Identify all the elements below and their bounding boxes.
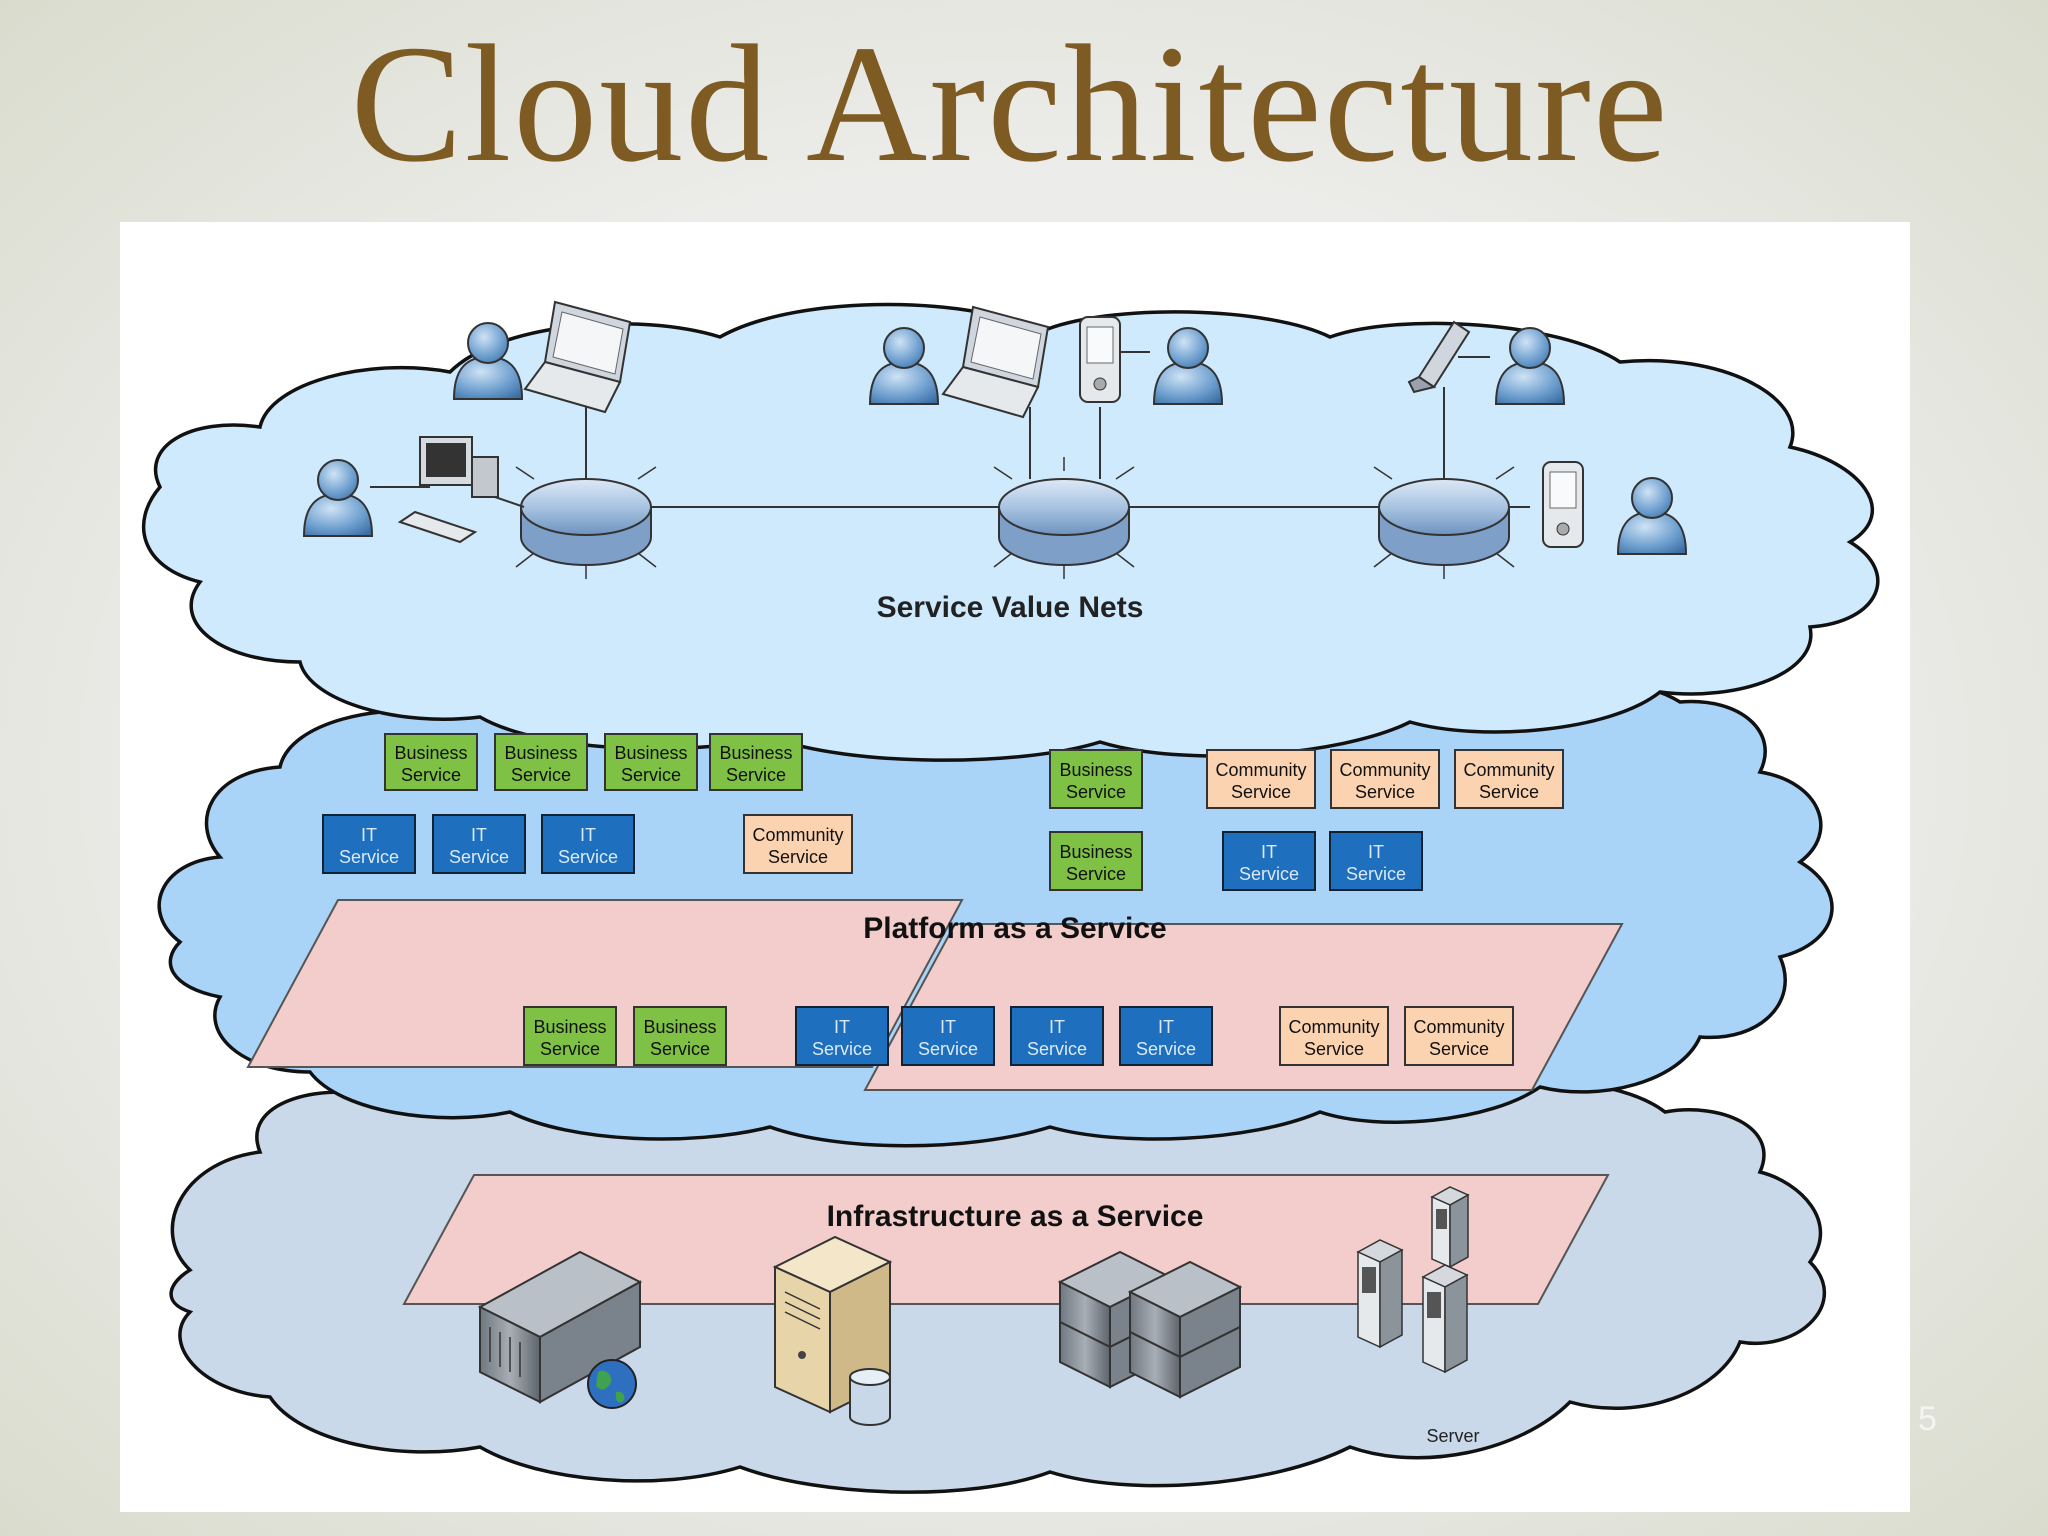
business-service-box: Business Service [1049, 831, 1143, 891]
it-service-box: IT Service [1329, 831, 1423, 891]
svg-text:Business: Business [1059, 760, 1132, 780]
svg-text:Service: Service [918, 1039, 978, 1059]
svg-text:Community: Community [1339, 760, 1430, 780]
svg-text:Service: Service [558, 847, 618, 867]
svg-text:IT: IT [940, 1017, 956, 1037]
svg-text:Business: Business [504, 743, 577, 763]
community-service-box: Community Service [1279, 1006, 1389, 1066]
svg-text:IT: IT [834, 1017, 850, 1037]
svg-text:Service: Service [1304, 1039, 1364, 1059]
svg-text:Community: Community [1288, 1017, 1379, 1037]
paas-label: Platform as a Service [863, 912, 1167, 945]
business-service-box: Business Service [633, 1006, 727, 1066]
network-hub-3 [1373, 457, 1515, 579]
slide-title: Cloud Architecture [350, 11, 1670, 197]
svg-text:Service: Service [1066, 864, 1126, 884]
svg-text:Service: Service [1355, 782, 1415, 802]
svg-text:Service: Service [1066, 782, 1126, 802]
svn-label: Service Value Nets [877, 591, 1144, 624]
svg-text:Community: Community [1215, 760, 1306, 780]
community-service-box: Community Service [1206, 749, 1316, 809]
svg-text:Community: Community [1463, 760, 1554, 780]
svg-text:Business: Business [719, 743, 792, 763]
pda-icon [1542, 461, 1584, 548]
pda-icon [1079, 316, 1121, 403]
iaas-label: Infrastructure as a Service [827, 1200, 1204, 1233]
community-service-box: Community Service [743, 814, 853, 874]
it-service-box: IT Service [322, 814, 416, 874]
cloud-architecture-diagram: Service Value Nets Business Service Busi… [120, 222, 1910, 1512]
svg-text:Service: Service [1429, 1039, 1489, 1059]
user-icon [302, 459, 374, 537]
svg-text:Community: Community [1413, 1017, 1504, 1037]
svg-text:Business: Business [1059, 842, 1132, 862]
it-service-box: IT Service [1010, 1006, 1104, 1066]
svg-text:Service: Service [1346, 864, 1406, 884]
user-icon [1152, 327, 1224, 405]
it-service-box: IT Service [901, 1006, 995, 1066]
community-service-box: Community Service [1404, 1006, 1514, 1066]
business-service-box: Business Service [1049, 749, 1143, 809]
svg-text:Business: Business [643, 1017, 716, 1037]
business-service-box: Business Service [709, 733, 803, 791]
svg-text:IT: IT [1049, 1017, 1065, 1037]
server-label: Server [1426, 1426, 1479, 1446]
svg-text:Service: Service [339, 847, 399, 867]
it-service-box: IT Service [541, 814, 635, 874]
svg-text:Business: Business [533, 1017, 606, 1037]
svg-text:Service: Service [812, 1039, 872, 1059]
svg-text:Service: Service [726, 765, 786, 785]
business-service-box: Business Service [604, 733, 698, 791]
svg-text:Business: Business [614, 743, 687, 763]
it-service-box: IT Service [1119, 1006, 1213, 1066]
svg-text:Service: Service [1136, 1039, 1196, 1059]
community-service-box: Community Service [1330, 749, 1440, 809]
it-service-box: IT Service [432, 814, 526, 874]
svg-text:Service: Service [540, 1039, 600, 1059]
svg-text:Service: Service [621, 765, 681, 785]
database-server-icon [772, 1235, 893, 1426]
svg-text:Service: Service [1027, 1039, 1087, 1059]
it-service-box: IT Service [795, 1006, 889, 1066]
svg-text:IT: IT [1158, 1017, 1174, 1037]
svg-text:Community: Community [752, 825, 843, 845]
desktop-computer-icon [397, 436, 499, 544]
network-hub-1 [515, 457, 657, 579]
user-icon [1616, 477, 1688, 555]
svg-text:IT: IT [1368, 842, 1384, 862]
svg-text:IT: IT [580, 825, 596, 845]
svg-text:Service: Service [1239, 864, 1299, 884]
user-icon [868, 327, 940, 405]
network-hub-2 [993, 457, 1135, 579]
svg-text:Business: Business [394, 743, 467, 763]
platform-group-3 [402, 1174, 1610, 1305]
svg-text:IT: IT [361, 825, 377, 845]
business-service-box: Business Service [523, 1006, 617, 1066]
platform-group-1 [246, 899, 964, 1068]
svg-text:Service: Service [768, 847, 828, 867]
web-server-icon [477, 1250, 643, 1409]
page-number: 5 [1918, 1400, 1937, 1438]
laptop-icon [523, 300, 632, 414]
user-icon [452, 322, 524, 400]
server-towers-icon [1356, 1186, 1470, 1374]
svg-text:Service: Service [650, 1039, 710, 1059]
svg-text:Service: Service [1231, 782, 1291, 802]
mobile-phone-icon [1407, 320, 1471, 394]
svg-text:Service: Service [401, 765, 461, 785]
svg-text:IT: IT [1261, 842, 1277, 862]
business-service-box: Business Service [384, 733, 478, 791]
svg-text:IT: IT [471, 825, 487, 845]
user-icon [1494, 327, 1566, 405]
business-service-box: Business Service [494, 733, 588, 791]
community-service-box: Community Service [1454, 749, 1564, 809]
server-cluster-icon [1057, 1250, 1243, 1399]
svg-text:Service: Service [449, 847, 509, 867]
svg-text:Service: Service [511, 765, 571, 785]
it-service-box: IT Service [1222, 831, 1316, 891]
svg-text:Service: Service [1479, 782, 1539, 802]
laptop-icon [941, 305, 1050, 419]
